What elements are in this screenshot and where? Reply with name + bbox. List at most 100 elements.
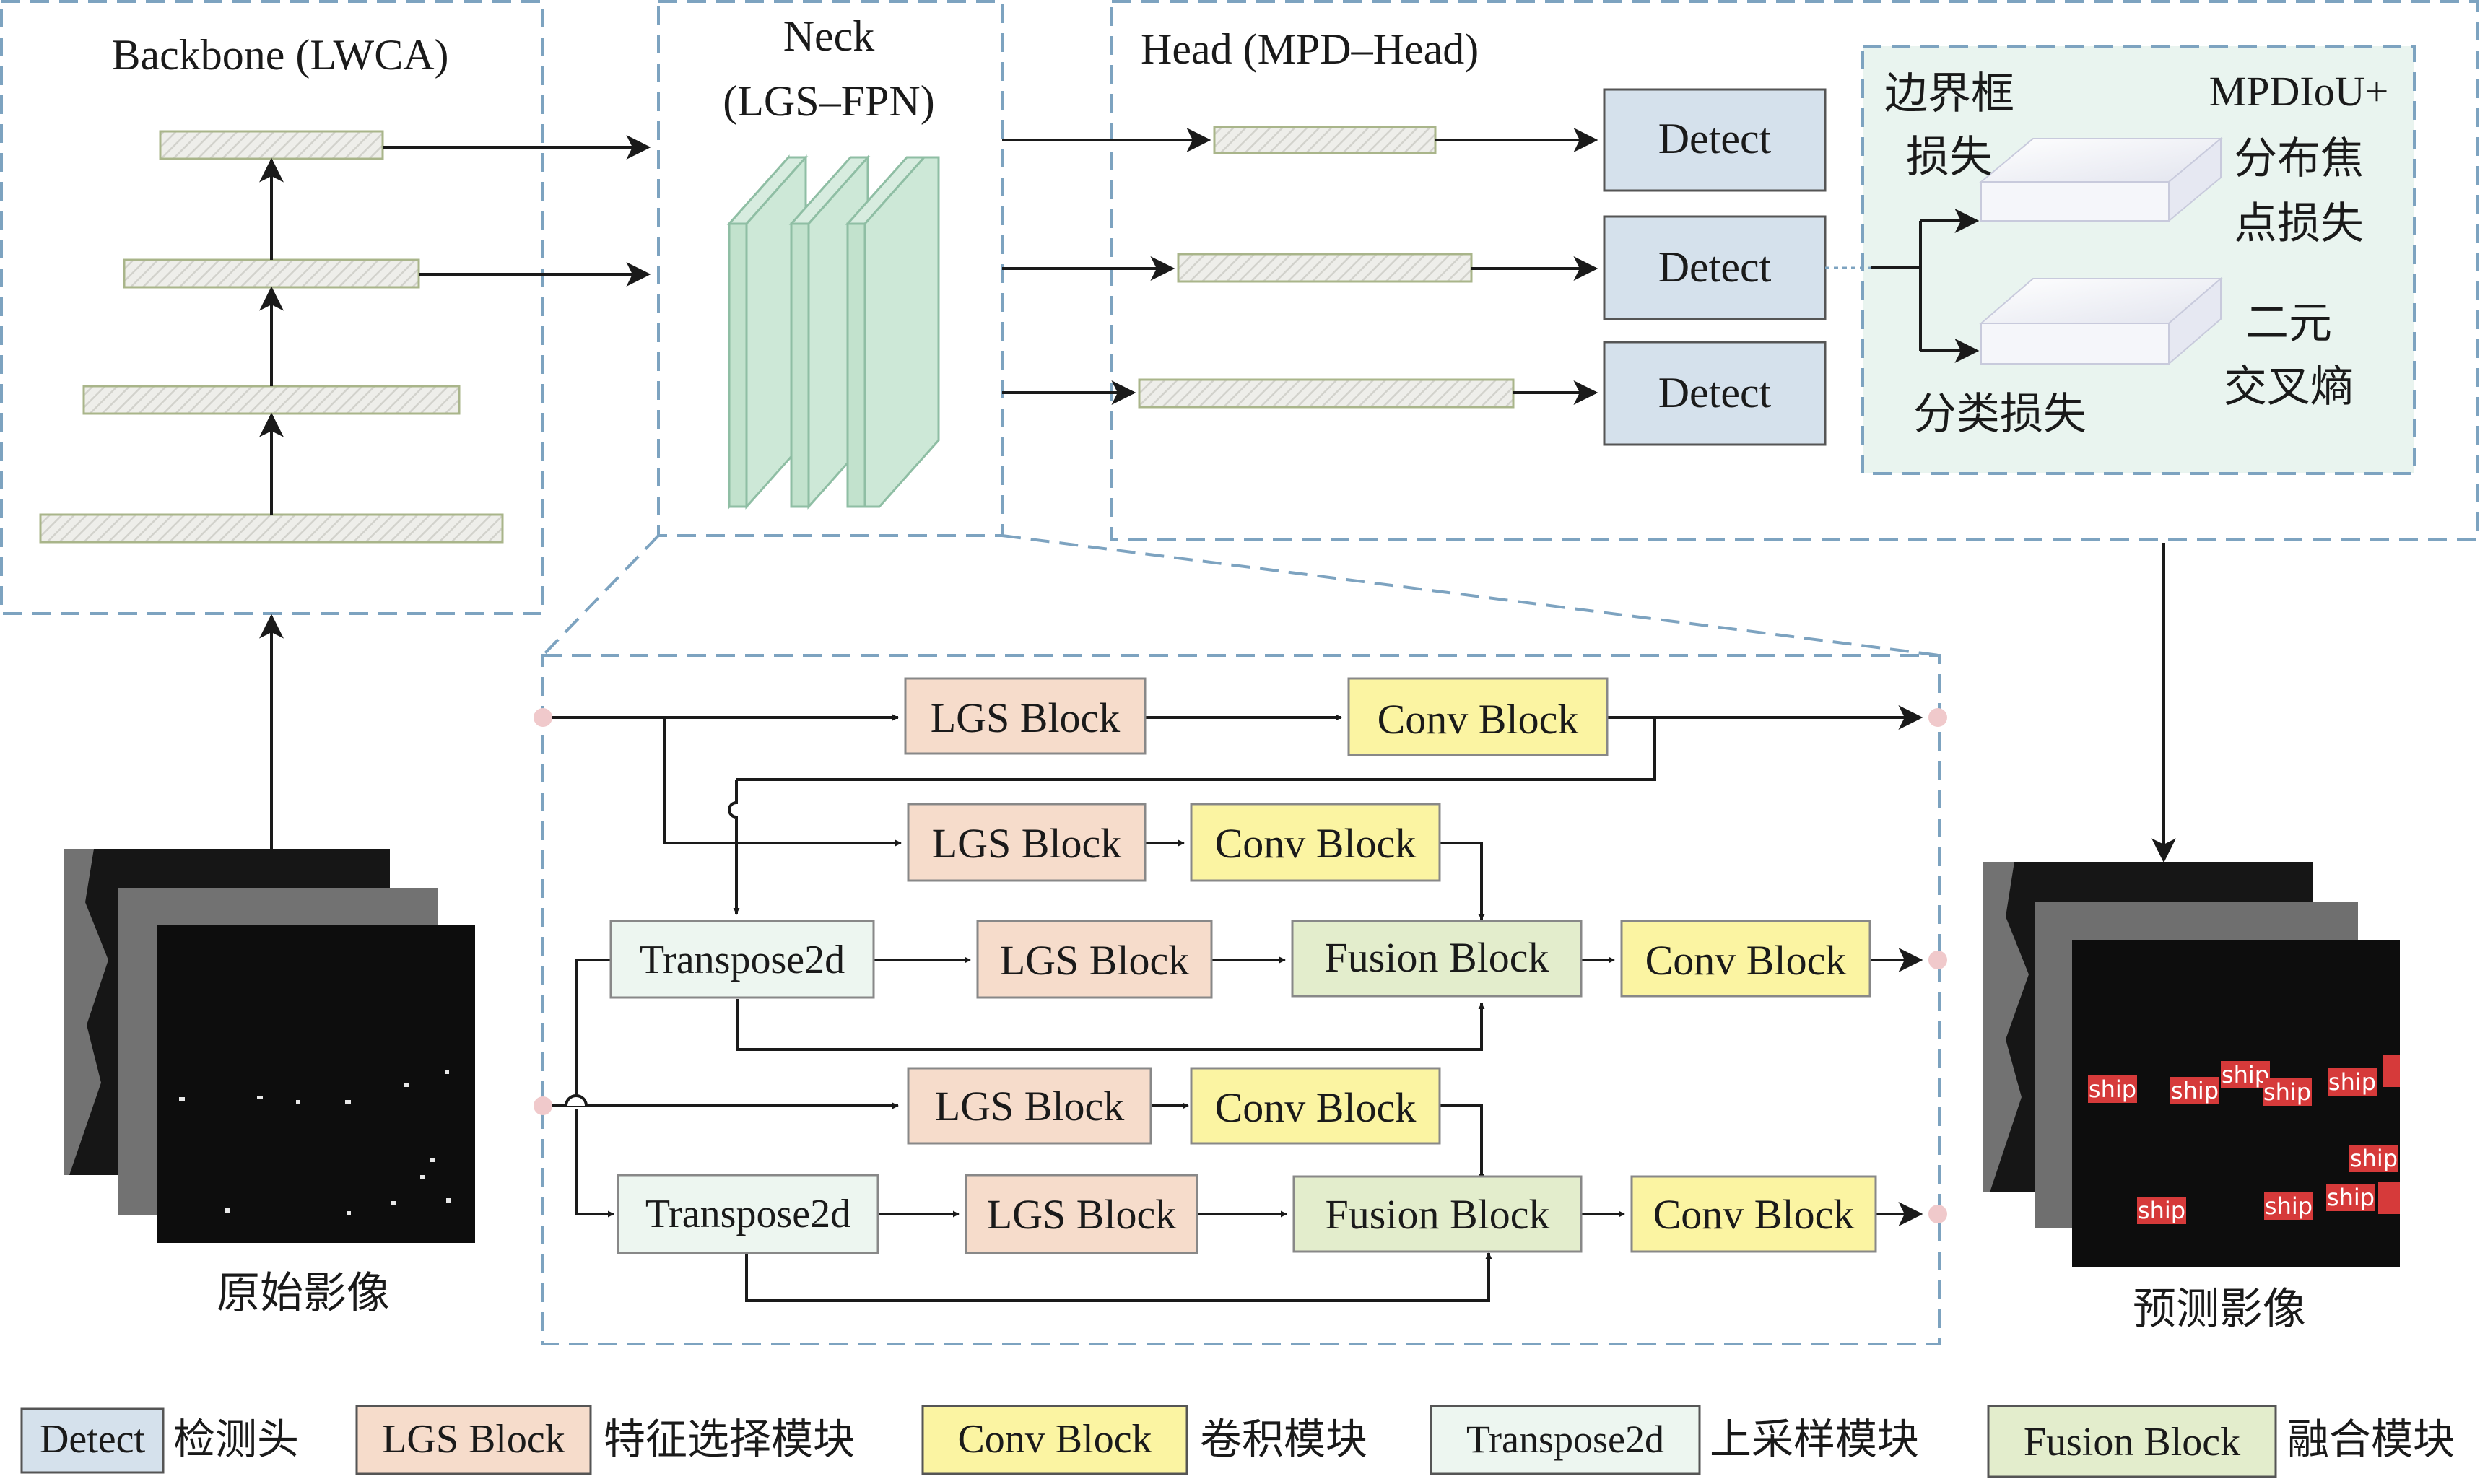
detection-label: ship xyxy=(2265,1192,2313,1220)
detection-label: ship xyxy=(2263,1078,2311,1106)
detection-box xyxy=(2326,1184,2375,1211)
neck-title-line2: (LGS–FPN) xyxy=(723,77,934,125)
zoom-line-left xyxy=(541,534,660,657)
backbone-feature-pyramid xyxy=(39,130,651,544)
detect-head-1-label: Detect xyxy=(1658,115,1772,162)
detect-head-3-label: Detect xyxy=(1658,369,1772,416)
neck-block-fusion-1-label: Fusion Block xyxy=(1325,934,1549,981)
neck-block-conv-2-label: Conv Block xyxy=(1215,820,1417,867)
neck-block-transpose-2: Transpose2d xyxy=(617,1174,879,1254)
head-feature-1 xyxy=(1213,126,1437,154)
legend-item-fusion: Fusion Block 融合模块 xyxy=(1987,1405,2455,1478)
neck-block-lgs-4-label: LGS Block xyxy=(935,1083,1125,1130)
backbone-feature-level-2 xyxy=(82,385,461,415)
mpd-loss-label-line1: MPDIoU+ xyxy=(2209,68,2389,115)
prediction-image-3 xyxy=(2072,940,2400,1267)
detection-box xyxy=(2088,1075,2137,1103)
detect-head-2-label: Detect xyxy=(1658,243,1772,291)
neck-detail-ports xyxy=(534,708,1947,1223)
neck-block-lgs-5: LGS Block xyxy=(965,1174,1198,1254)
bbox-loss-label-line2: 损失 xyxy=(1906,132,1993,183)
neck-slab-3 xyxy=(845,156,940,508)
prediction-detections: ship ship ship ship ship ship ship ship … xyxy=(2088,1055,2400,1224)
neck-block-conv-1-label: Conv Block xyxy=(1378,696,1579,743)
bce-label-line1: 二元 xyxy=(2245,298,2332,349)
legend-item-detect: Detect 检测头 xyxy=(20,1407,299,1474)
bbox-loss-label-line1: 边界框 xyxy=(1884,69,2014,119)
neck-block-conv-1: Conv Block xyxy=(1347,677,1609,756)
neck-block-lgs-5-label: LGS Block xyxy=(987,1191,1177,1238)
neck-block-conv-4: Conv Block xyxy=(1190,1067,1441,1145)
neck-block-conv-4-label: Conv Block xyxy=(1215,1084,1417,1131)
detection-box xyxy=(2328,1068,2377,1096)
neck-block-fusion-2: Fusion Block xyxy=(1292,1175,1583,1253)
neck-title-line1: Neck xyxy=(783,12,875,60)
legend-key-detect: Detect xyxy=(40,1417,146,1462)
neck-feature-slabs xyxy=(726,154,940,510)
neck-block-conv-5: Conv Block xyxy=(1630,1175,1877,1253)
neck-block-lgs-3-label: LGS Block xyxy=(1000,937,1190,984)
detection-box xyxy=(2264,1192,2313,1220)
detection-box xyxy=(2137,1197,2186,1224)
legend-desc-transpose: 上采样模块 xyxy=(1710,1415,1919,1464)
backbone-title: Backbone (LWCA) xyxy=(111,31,448,79)
detection-label: ship xyxy=(2327,1184,2375,1211)
backbone-feature-level-3 xyxy=(123,258,420,289)
detection-box xyxy=(2378,1182,2400,1214)
neck-block-fusion-1: Fusion Block xyxy=(1291,920,1583,998)
neck-block-conv-5-label: Conv Block xyxy=(1653,1191,1855,1238)
mpd-loss-label-line3: 点损失 xyxy=(2234,198,2364,249)
neck-block-transpose-1-label: Transpose2d xyxy=(640,938,845,982)
neck-detail-section xyxy=(541,654,1941,1345)
detection-label: ship xyxy=(2222,1061,2269,1088)
neck-block-conv-2: Conv Block xyxy=(1190,803,1441,882)
legend-item-transpose: Transpose2d 上采样模块 xyxy=(1430,1405,1919,1475)
head-section xyxy=(1110,0,2479,541)
neck-block-lgs-1-label: LGS Block xyxy=(931,694,1121,741)
detect-head-2: Detect xyxy=(1603,215,1827,320)
legend-desc-conv: 卷积模块 xyxy=(1200,1415,1367,1464)
detection-label: ship xyxy=(2138,1197,2185,1224)
neck-block-lgs-1: LGS Block xyxy=(904,677,1147,755)
detection-box xyxy=(2383,1055,2400,1087)
detection-label: ship xyxy=(2171,1077,2219,1104)
backbone-feature-level-4 xyxy=(159,130,384,160)
neck-block-lgs-3: LGS Block xyxy=(976,920,1213,999)
legend: Detect 检测头 LGS Block 特征选择模块 Conv Block 卷… xyxy=(20,1405,2455,1478)
legend-desc-lgs: 特征选择模块 xyxy=(604,1415,855,1464)
zoom-line-right xyxy=(1001,534,1940,657)
backbone-feature-level-1 xyxy=(39,513,504,544)
neck-block-fusion-2-label: Fusion Block xyxy=(1326,1191,1550,1238)
input-image-caption: 原始影像 xyxy=(217,1268,390,1319)
legend-item-lgs: LGS Block 特征选择模块 xyxy=(355,1405,855,1475)
input-image-3 xyxy=(157,925,475,1243)
cls-loss-label: 分类损失 xyxy=(1913,389,2087,440)
loss-panel xyxy=(1861,45,2416,475)
neck-block-lgs-2: LGS Block xyxy=(907,803,1147,882)
head-title: Head (MPD–Head) xyxy=(1141,25,1479,73)
detection-label: ship xyxy=(2328,1068,2376,1096)
backbone-section xyxy=(0,0,544,615)
neck-block-lgs-4: LGS Block xyxy=(907,1067,1152,1145)
detection-label: ship xyxy=(2350,1145,2398,1172)
legend-key-conv: Conv Block xyxy=(957,1417,1152,1462)
detection-box xyxy=(2170,1077,2219,1104)
legend-item-conv: Conv Block 卷积模块 xyxy=(921,1405,1367,1475)
detection-label: ship xyxy=(2089,1075,2136,1103)
detection-box xyxy=(2263,1078,2312,1106)
legend-desc-fusion: 融合模块 xyxy=(2287,1415,2455,1464)
legend-key-fusion: Fusion Block xyxy=(2024,1420,2240,1465)
input-image-stack xyxy=(64,849,475,1243)
loss-branch-connector xyxy=(1871,221,1922,351)
legend-key-lgs: LGS Block xyxy=(382,1417,565,1462)
neck-detail-connections xyxy=(543,705,1923,1302)
bce-label-line2: 交叉熵 xyxy=(2224,362,2354,412)
crossing-bridge xyxy=(565,1094,588,1107)
bbox-loss-block xyxy=(1979,136,2223,223)
prediction-image-stack: ship ship ship ship ship ship ship ship … xyxy=(1983,862,2400,1267)
mpd-loss-label-line2: 分布焦 xyxy=(2234,134,2364,184)
head-feature-3 xyxy=(1138,378,1515,409)
input-image-targets xyxy=(179,1070,451,1215)
detection-box xyxy=(2221,1061,2270,1088)
head-feature-2 xyxy=(1177,253,1473,283)
